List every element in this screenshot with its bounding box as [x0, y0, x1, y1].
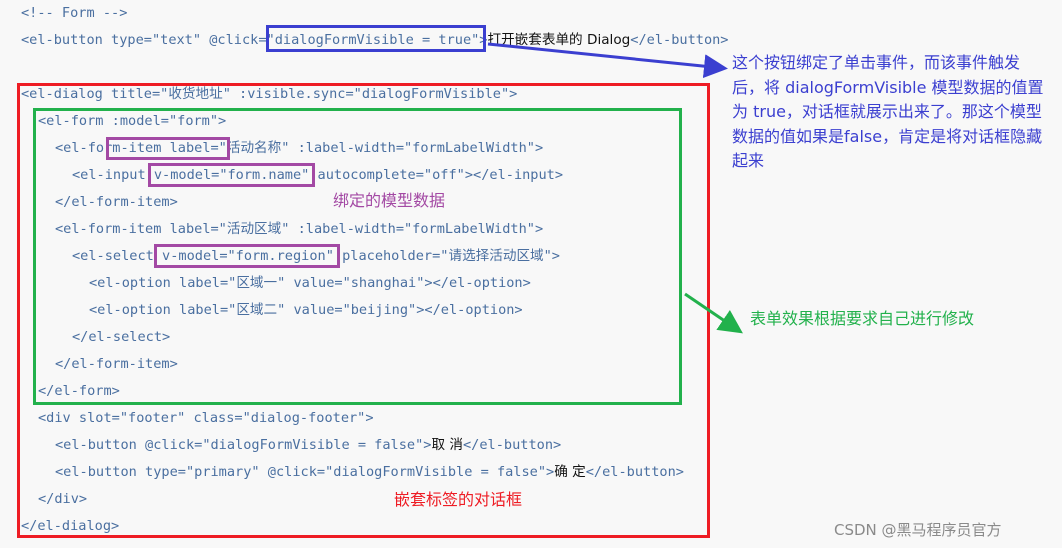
code-line: <div slot="footer" class="dialog-footer"… — [38, 410, 374, 426]
code: <el-button type="text" @click="dialogFor… — [21, 32, 488, 48]
code: <el-button type="primary" @click="dialog… — [55, 464, 555, 480]
code: <el-button @click="dialogFormVisible = f… — [55, 437, 432, 453]
button-text: 取 消 — [431, 437, 463, 453]
code-line: <el-dialog title="收货地址" :visible.sync="d… — [21, 86, 518, 102]
code-line: <el-option label="区域一" value="shanghai">… — [89, 275, 531, 291]
code-line: </el-form-item> — [55, 356, 178, 372]
watermark: CSDN @黑马程序员官方 — [834, 521, 1002, 539]
code-line: <el-option label="区域二" value="beijing"><… — [89, 302, 523, 318]
code-line: </el-dialog> — [21, 518, 120, 534]
model-highlight-box — [106, 137, 230, 160]
code: </el-button> — [585, 464, 684, 480]
code-line-comment: <!-- Form --> — [21, 5, 128, 21]
click-event-annotation: 这个按钮绑定了单击事件，而该事件触发后，将 dialogFormVisible … — [732, 53, 1044, 170]
form-highlight-box — [33, 108, 682, 405]
form-effect-annotation: 表单效果根据要求自己进行修改 — [750, 309, 975, 328]
code-line: <el-select v-model="form.region" placeho… — [72, 248, 560, 264]
code-line: </el-form-item> — [55, 194, 178, 210]
code-line: <el-button @click="dialogFormVisible = f… — [55, 436, 561, 454]
vmodel-name-highlight-box — [148, 163, 315, 187]
code-line: <el-button type="primary" @click="dialog… — [55, 463, 684, 481]
code-line: </el-select> — [72, 329, 171, 345]
button-text: 打开嵌套表单的 Dialog — [487, 32, 631, 48]
code-line: <el-form-item label="活动区域" :label-width=… — [55, 221, 544, 237]
code: </el-button> — [630, 32, 729, 48]
code-line: <el-input v-model="form.name" autocomple… — [72, 167, 564, 183]
vmodel-region-highlight-box — [154, 244, 340, 268]
code: </el-button> — [463, 437, 562, 453]
model-binding-annotation: 绑定的模型数据 — [333, 191, 446, 210]
click-highlight-box — [266, 25, 486, 52]
button-text: 确 定 — [554, 464, 586, 480]
code-line-button: <el-button type="text" @click="dialogFor… — [21, 31, 729, 49]
code-line: </div> — [38, 491, 88, 507]
blue-arrow — [487, 42, 728, 79]
nested-dialog-annotation: 嵌套标签的对话框 — [394, 490, 523, 509]
code-line: <el-form :model="form"> — [38, 113, 227, 129]
code-line: </el-form> — [38, 383, 120, 399]
green-arrow — [684, 292, 743, 334]
